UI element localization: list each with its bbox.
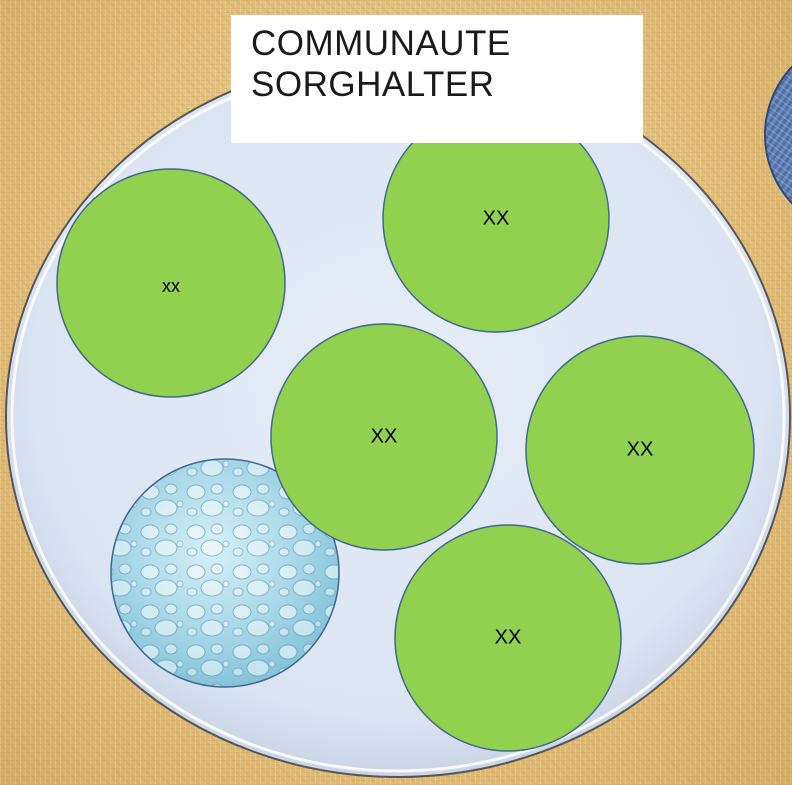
title-box: COMMUNAUTE SORGHALTER: [231, 15, 643, 143]
node-label: XX: [371, 425, 398, 447]
node-right: XX: [525, 335, 755, 565]
title-line-1: COMMUNAUTE: [251, 24, 511, 63]
node-middle: XX: [270, 323, 498, 551]
node-bottom: XX: [394, 524, 622, 752]
node-label: XX: [483, 207, 510, 229]
node-left: xx: [56, 168, 286, 398]
denim-circle: [764, 65, 792, 205]
water-circle: [110, 458, 340, 688]
node-label: XX: [495, 626, 522, 648]
node-label: xx: [162, 276, 180, 296]
node-label: XX: [627, 438, 654, 460]
title-line-2: SORGHALTER: [251, 65, 495, 104]
